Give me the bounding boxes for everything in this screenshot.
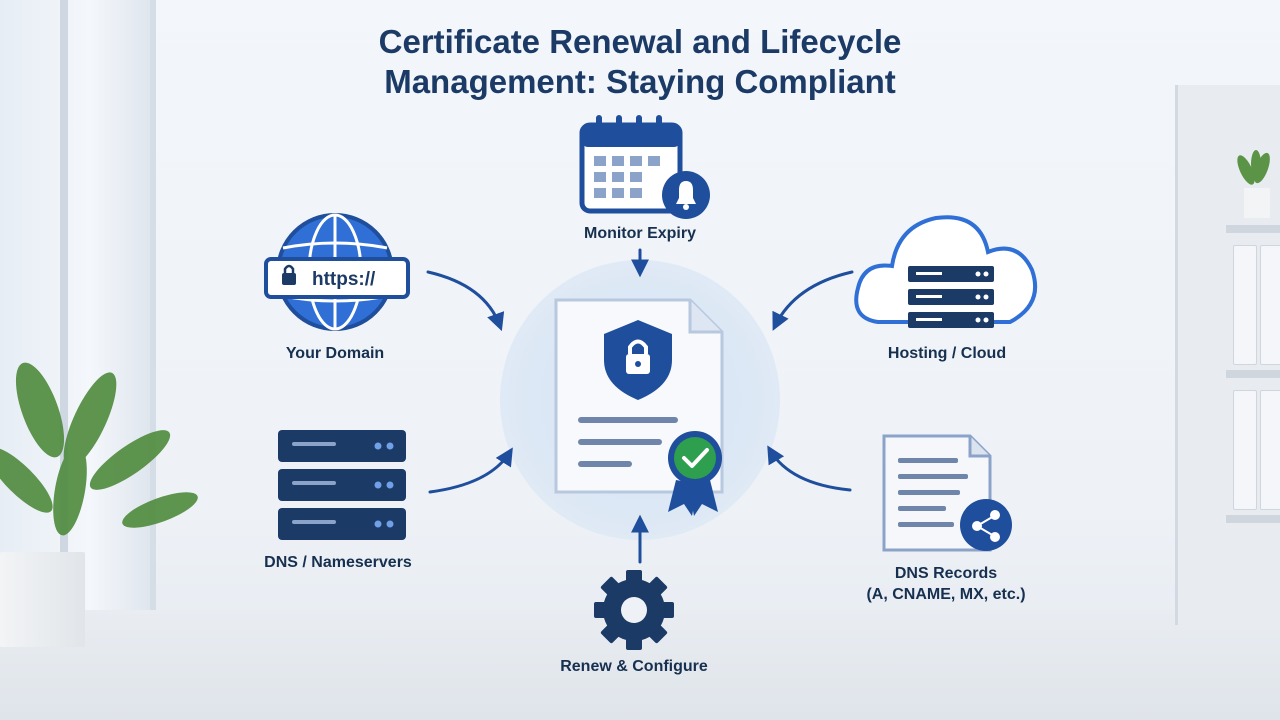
globe-icon: https:// xyxy=(264,213,410,331)
renew-configure-label: Renew & Configure xyxy=(560,658,708,675)
dns-records-label: DNS Records xyxy=(894,565,998,582)
cloud-server-icon xyxy=(854,215,1038,328)
shelf-board xyxy=(1226,515,1280,523)
binder xyxy=(1233,245,1257,365)
your-domain-label: Your Domain xyxy=(285,345,385,362)
title-line-2: Management: Staying Compliant xyxy=(384,63,896,100)
shelf-plant xyxy=(1237,150,1270,218)
certificate-shield-icon xyxy=(554,298,724,516)
binder xyxy=(1260,245,1280,365)
dns-nameservers-label: DNS / Nameservers xyxy=(264,554,412,571)
calendar-bell-icon xyxy=(579,115,710,219)
arrow-domain xyxy=(426,270,505,332)
gear-icon xyxy=(594,570,674,650)
monitor-expiry-label: Monitor Expiry xyxy=(583,225,696,242)
arrow-dns-records xyxy=(767,445,852,492)
plant-leaves xyxy=(0,362,198,536)
domain-url-text: https:// xyxy=(312,269,376,290)
shelf-board xyxy=(1226,225,1280,233)
shelf-board xyxy=(1226,370,1280,378)
arrow-hosting xyxy=(772,270,854,331)
binder xyxy=(1233,390,1257,510)
binder xyxy=(1260,390,1280,510)
arrow-dns-servers xyxy=(428,447,513,494)
document-share-icon xyxy=(882,434,1012,552)
page-title: Certificate Renewal and Lifecycle Manage… xyxy=(290,22,990,102)
dns-records-sublabel: (A, CNAME, MX, etc.) xyxy=(866,586,1026,603)
server-stack-icon xyxy=(278,430,406,540)
hosting-cloud-label: Hosting / Cloud xyxy=(887,345,1007,362)
plant-pot xyxy=(0,552,85,647)
title-line-1: Certificate Renewal and Lifecycle xyxy=(378,23,902,60)
